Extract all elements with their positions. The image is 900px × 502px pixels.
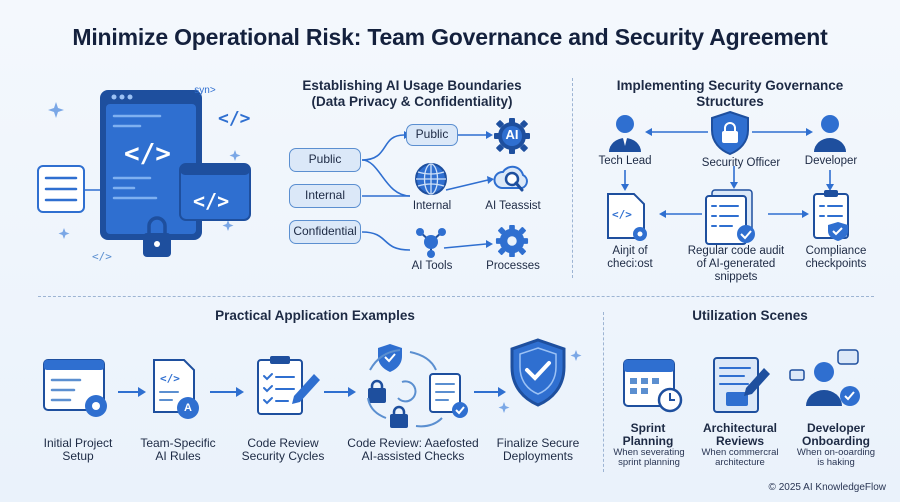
code-review-checklist-icon xyxy=(257,356,320,415)
boundaries-title: Establishing AI Usage Boundaries (Data P… xyxy=(302,78,522,109)
developer-icon xyxy=(814,115,846,152)
step-team-rules: Team-Specific AI Rules xyxy=(140,436,216,463)
tech-lead-label: Tech Lead xyxy=(598,155,652,167)
regular-audit-label: Regular code audit of AI-generated snipp… xyxy=(687,245,785,283)
svg-text:</>: </> xyxy=(124,139,171,169)
cloud-search-icon xyxy=(493,165,528,192)
developer-label: Developer xyxy=(804,155,858,167)
ai-teassist-label: AI Teassist xyxy=(485,200,541,212)
processes-label: Processes xyxy=(486,260,540,272)
scene-architectural-sub: When commercral architecture xyxy=(701,447,779,468)
architecture-review-icon xyxy=(713,357,770,413)
ai-tools-icon xyxy=(416,228,446,258)
calendar-clock-icon xyxy=(623,359,683,413)
lock-icon xyxy=(143,216,171,257)
compliance-label: Compliance checkpoints xyxy=(805,245,867,270)
scene-architectural-reviews: Architectural Reviews xyxy=(702,421,778,448)
rules-badge: A xyxy=(184,402,192,414)
divider-horizontal xyxy=(38,296,874,297)
step-code-review-cycles: Code Review Security Cycles xyxy=(241,436,325,463)
page-title: Minimize Operational Risk: Team Governan… xyxy=(72,24,828,50)
step-ai-checks: Code Review: Aaefosted AI-assisted Check… xyxy=(347,436,479,463)
boundaries-connectors xyxy=(361,131,494,251)
divider-bottom-vertical xyxy=(603,312,604,472)
svg-text:</>: </> xyxy=(193,189,229,213)
footer-copyright: © 2025 AI KnowledgeFlow xyxy=(768,482,886,493)
compliance-clipboard-icon xyxy=(813,190,849,241)
scenes-title: Utilization Scenes xyxy=(692,308,808,323)
scenes-icons xyxy=(623,349,860,413)
branch-ai-tools-label: AI Tools xyxy=(411,260,453,272)
scene-onboarding-sub: When on-ooarding is haking xyxy=(796,447,876,468)
svg-text:</>: </> xyxy=(92,250,112,263)
practical-title: Practical Application Examples xyxy=(215,308,415,323)
level-internal: Internal xyxy=(289,184,361,208)
level-confidential: Confidential xyxy=(289,220,361,244)
svg-text:</>: </> xyxy=(160,372,180,385)
practical-flow: </> xyxy=(43,338,582,428)
processes-gear-icon xyxy=(495,224,529,258)
level-public: Public xyxy=(289,148,361,172)
syntax-label: syn> xyxy=(194,85,216,96)
ai-badge: AI xyxy=(505,127,519,142)
step-initial-setup: Initial Project Setup xyxy=(43,436,113,463)
svg-text:</>: </> xyxy=(218,108,251,129)
code-document-icon: </> xyxy=(607,193,647,241)
hero-illustration: </> </> </> </> xyxy=(37,90,251,263)
secure-shield-icon xyxy=(498,338,582,413)
ai-gear-icon xyxy=(494,118,530,154)
divider-top-vertical xyxy=(572,78,573,278)
ai-rules-icon: </> xyxy=(153,359,199,419)
onboarding-person-icon xyxy=(789,349,860,406)
audit-label: Aiŋit of checi:ost xyxy=(607,245,653,270)
project-setup-icon xyxy=(43,359,107,417)
scene-sprint-planning: Sprint Planning xyxy=(622,421,674,448)
governance-title: Implementing Security Governance Structu… xyxy=(616,78,844,109)
governance-diagram: </> xyxy=(607,110,849,245)
security-officer-label: Security Officer xyxy=(701,157,781,169)
audit-checklist-icon xyxy=(705,189,755,245)
scene-developer-onboarding: Developer Onboarding xyxy=(802,421,870,448)
sparkle-icon xyxy=(48,102,241,239)
shield-lock-icon xyxy=(711,110,749,156)
ai-checks-cycle-icon xyxy=(367,344,468,428)
tech-lead-icon xyxy=(609,115,641,152)
scene-sprint-sub: When severating sprint planning xyxy=(613,447,685,468)
svg-text:</>: </> xyxy=(612,208,632,221)
branch-internal-label: Internal xyxy=(412,200,452,212)
step-finalize-deployments: Finalize Secure Deployments xyxy=(496,436,580,463)
globe-icon xyxy=(415,163,447,195)
branch-public: Public xyxy=(406,124,458,146)
